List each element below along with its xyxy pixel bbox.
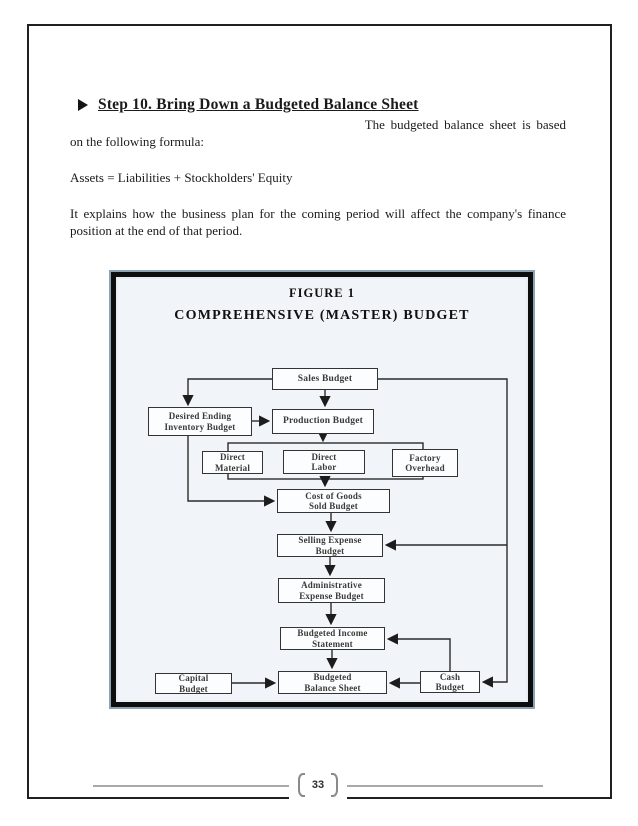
node-production-budget: Production Budget (272, 409, 374, 434)
explanation-line-1: It explains how the business plan for th… (70, 206, 566, 221)
flowchart: FIGURE 1 COMPREHENSIVE (MASTER) BUDGET (116, 277, 528, 702)
node-cash-budget: Cash Budget (420, 671, 480, 693)
node-selling-expense-budget: Selling Expense Budget (277, 534, 383, 557)
node-direct-labor: Direct Labor (283, 450, 365, 474)
figure-subtitle: COMPREHENSIVE (MASTER) BUDGET (174, 308, 470, 323)
explanation-line-2: position at the end of that period. (70, 222, 243, 238)
node-cost-of-goods-sold-budget: Cost of Goods Sold Budget (277, 489, 390, 513)
node-budgeted-income-statement: Budgeted Income Statement (280, 627, 385, 650)
step-heading: Step 10. Bring Down a Budgeted Balance S… (98, 96, 419, 113)
page-number-container: 33 (289, 771, 347, 799)
explanation-paragraph: It explains how the business plan for th… (70, 206, 566, 239)
page-number-bracket-left-icon (297, 773, 305, 797)
intro-line-1: The budgeted balance sheet is based (364, 117, 566, 132)
intro-paragraph: The budgeted balance sheet is based on t… (70, 117, 566, 150)
node-sales-budget: Sales Budget (272, 368, 378, 390)
node-administrative-expense-budget: Administrative Expense Budget (278, 578, 385, 603)
figure-frame: FIGURE 1 COMPREHENSIVE (MASTER) BUDGET (111, 272, 533, 707)
node-budgeted-balance-sheet: Budgeted Balance Sheet (278, 671, 387, 694)
figure-title: FIGURE 1 (289, 286, 355, 300)
page-number: 33 (311, 779, 325, 791)
step-heading-row: Step 10. Bring Down a Budgeted Balance S… (78, 96, 578, 114)
node-capital-budget: Capital Budget (155, 673, 232, 694)
node-direct-material: Direct Material (202, 451, 263, 474)
page-number-bracket-right-icon (331, 773, 339, 797)
step-bullet-icon (78, 99, 88, 111)
balance-formula: Assets = Liabilities + Stockholders' Equ… (70, 170, 293, 185)
node-factory-overhead: Factory Overhead (392, 449, 458, 477)
intro-line-2: on the following formula: (70, 133, 204, 149)
node-desired-ending-inventory-budget: Desired Ending Inventory Budget (148, 407, 252, 436)
